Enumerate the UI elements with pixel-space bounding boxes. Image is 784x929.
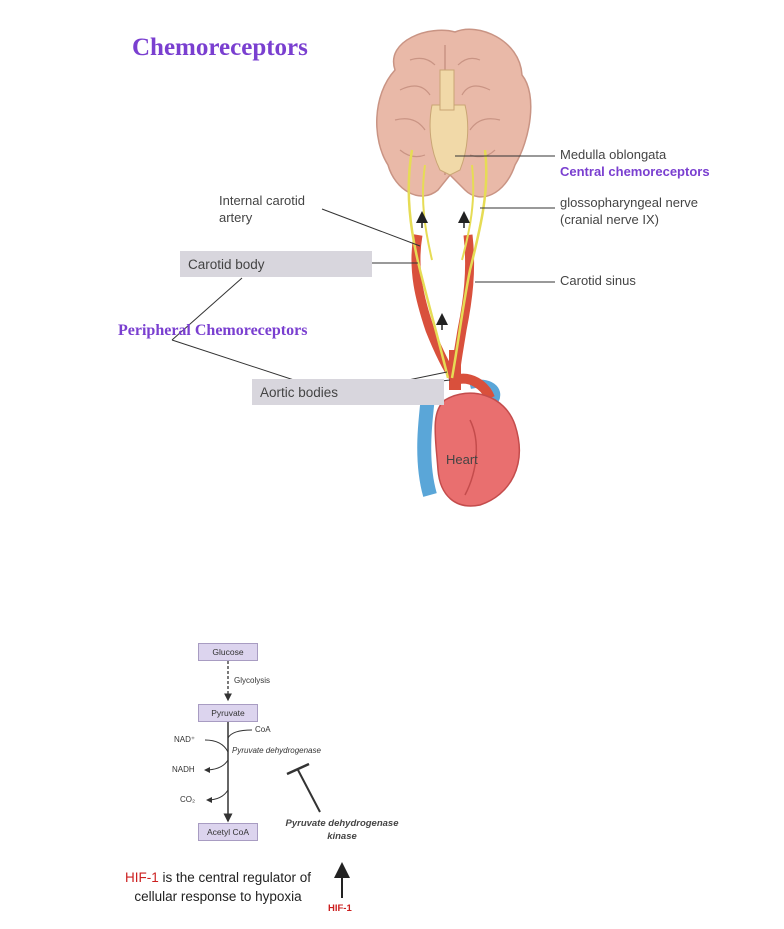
label-nadh: NADH (172, 765, 195, 774)
label-medulla: Medulla oblongata (560, 147, 667, 162)
label-central-chemoreceptors: Central chemoreceptors (560, 164, 710, 179)
box-glucose: Glucose (198, 643, 258, 661)
nerves-illustration (407, 149, 488, 379)
label-nad: NAD⁺ (174, 735, 196, 744)
label-aortic-bodies: Aortic bodies (252, 379, 444, 405)
label-coa: CoA (255, 725, 271, 734)
hif-caption: HIF-1 is the central regulator of cellul… (108, 868, 328, 906)
label-peripheral-chemoreceptors: Peripheral Chemoreceptors (118, 322, 308, 339)
label-pyruvate-dehydrogenase: Pyruvate dehydrogenase (232, 746, 321, 755)
caption-hif: HIF-1 (124, 870, 159, 885)
label-co2: CO₂ (180, 795, 196, 804)
label-hif-pathway: HIF-1 (328, 903, 352, 914)
label-glycolysis: Glycolysis (234, 676, 271, 685)
box-pyruvate: Pyruvate (198, 704, 258, 722)
label-pdk: Pyruvate dehydrogenase kinase (285, 818, 399, 842)
caption-rest: is the central regulator of (158, 870, 312, 885)
heart-illustration (434, 392, 520, 507)
label-glossopharyngeal: glossopharyngeal nerve (cranial nerve IX… (560, 195, 699, 227)
label-internal-carotid: Internal carotid artery (219, 193, 305, 225)
page-title: Chemoreceptors (132, 34, 308, 61)
box-acetyl-coa: Acetyl CoA (198, 823, 258, 841)
pathway-arrows (204, 661, 350, 898)
label-heart: Heart (446, 452, 478, 467)
label-carotid-sinus: Carotid sinus (560, 273, 636, 288)
label-carotid-body: Carotid body (180, 251, 372, 277)
caption-line2: cellular response to hypoxia (134, 889, 302, 904)
brain-illustration (376, 28, 532, 198)
